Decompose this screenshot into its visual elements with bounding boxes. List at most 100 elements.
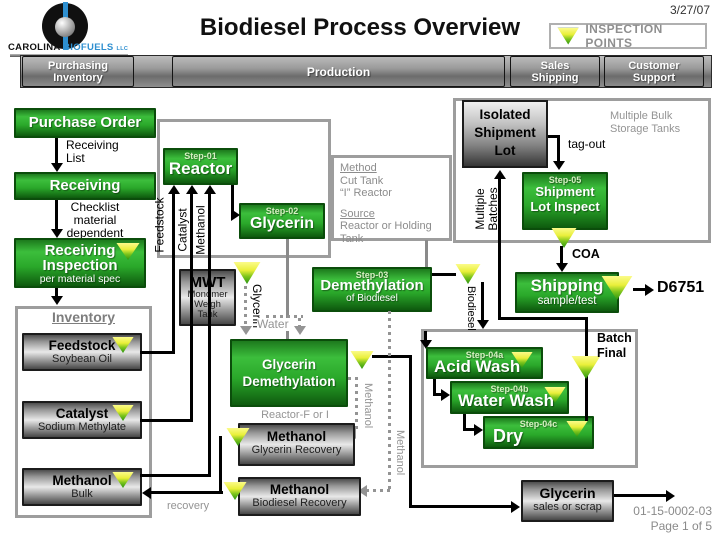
shipping-sub: sample/test [537, 295, 597, 307]
water-wash-label: Water Wash [458, 391, 555, 410]
shipping-box: Shipping sample/test [515, 272, 619, 313]
connector-coa [560, 246, 563, 264]
reactor-label: Reactor [168, 159, 233, 178]
methanol-dotted-label-1: Methanol [362, 383, 374, 429]
nav-tab-production: Production [172, 56, 505, 87]
connector-glycerin-product [372, 355, 412, 358]
inventory-title: Inventory [51, 309, 115, 325]
arrowhead [294, 326, 306, 335]
connector-line [433, 393, 443, 396]
connector-line [55, 200, 58, 231]
receiving-box: Receiving [14, 172, 156, 200]
arrowhead [553, 161, 565, 170]
arrowhead [51, 163, 63, 172]
dry-label: Dry [493, 426, 524, 446]
catalyst-sub: Sodium Methylate [37, 421, 127, 433]
connector-methanol-return [150, 491, 223, 494]
catalyst-line-label: Catalyst [175, 208, 190, 252]
glycerin-sales-sub: sales or scrap [533, 501, 602, 513]
glycerin-line-label: Glycerin [250, 284, 264, 329]
connector-methanol-return [219, 436, 222, 494]
connector-multiple-batches [498, 177, 501, 319]
inspection-points-legend: INSPECTION POINTS [549, 22, 707, 50]
isolated-shipment-lot-box: Isolated Shipment Lot [462, 100, 548, 168]
connector-feedstock [172, 190, 175, 354]
receiving-label: Receiving [49, 177, 121, 194]
glycerin-sales-box: Glycerin sales or scrap [521, 480, 614, 522]
logo-suffix: LLC [116, 46, 129, 52]
receiving-list-label: Receiving List [66, 138, 119, 165]
method-source-panel [331, 155, 452, 241]
step03-tag: Step-03 [355, 270, 389, 280]
nav-tab-sales-shipping: Sales Shipping [510, 56, 600, 87]
methanol-label: Methanol [52, 473, 112, 488]
connector-line [55, 288, 58, 298]
water-dotted-line [266, 315, 303, 318]
inspection-point-icon [455, 264, 481, 284]
logo-word2: BIOFUELS [63, 42, 114, 53]
glycerin-step2-label: Glycerin [249, 215, 315, 232]
connector-line [463, 414, 466, 431]
reactor-box: Step-01 Reactor [163, 148, 238, 185]
methanol-line-label: Methanol [193, 205, 208, 255]
arrowhead [358, 485, 367, 497]
biodiesel-line-label: Biodiesel [465, 286, 477, 331]
method-label: Method [340, 162, 377, 174]
arrowhead [645, 284, 654, 296]
arrowhead [666, 490, 675, 502]
arrowhead [204, 185, 216, 194]
methanol-glycerin-recovery-sub: Glycerin Recovery [251, 444, 342, 456]
tag-out-label: tag-out [568, 137, 606, 151]
shipment-lot-inspect-box: Step-05 Shipment Lot Inspect [522, 172, 608, 230]
production-panel [157, 119, 331, 258]
arrowhead [231, 209, 240, 221]
company-logo: CAROLINA BIOFUELS LLC [8, 2, 129, 57]
arrowhead [494, 170, 506, 179]
purchase-order-label: Purchase Order [28, 114, 142, 131]
method-source-text: Method Cut Tank “I” Reactor Source React… [340, 162, 448, 245]
shipping-label: Shipping [530, 276, 604, 295]
connector-biodiesel [481, 282, 484, 322]
step01-tag: Step-01 [184, 151, 217, 161]
feedstock-line-label: Feedstock [152, 197, 167, 253]
connector-methanol-supply [208, 190, 211, 477]
acid-wash-box: Step-04a Acid Wash [426, 347, 543, 379]
connector-line [433, 379, 436, 396]
purchase-order-box: Purchase Order [14, 108, 156, 138]
connector-glycerin-product [409, 505, 512, 508]
glycerin-demethylation-label: Glycerin Demethylation [242, 357, 336, 389]
glycerin-dotted-line [244, 286, 247, 328]
logo-sphere-icon [55, 17, 75, 37]
feedstock-sub: Soybean Oil [52, 353, 112, 365]
methanol-dotted-line-2 [388, 311, 391, 491]
methanol-dotted-line-2 [366, 489, 390, 492]
recovery-label: recovery [167, 500, 210, 512]
methanol-biodiesel-recovery-box: Methanol Biodiesel Recovery [238, 477, 361, 516]
arrowhead [420, 340, 432, 349]
arrowhead [51, 229, 63, 238]
arrowhead [441, 389, 450, 401]
inspection-points-label: INSPECTION POINTS [585, 22, 663, 50]
mwt-label: MWT [181, 275, 234, 290]
batch-final-label: Batch Final [597, 331, 632, 360]
methanol-glycerin-recovery-box: Methanol Glycerin Recovery [238, 423, 355, 466]
acid-wash-label: Acid Wash [434, 357, 521, 376]
step04b-tag: Step-04b [490, 384, 529, 394]
demethylation-sub: of Biodiesel [346, 293, 398, 304]
connector-glycerin-out [614, 494, 668, 497]
connector-biodiesel [424, 331, 427, 341]
connector-batch-final [498, 317, 588, 320]
connector-catalyst [190, 190, 193, 422]
connector-reactor-glycerin [231, 185, 234, 218]
step04c-tag: Step-04c [519, 419, 558, 429]
arrowhead [474, 424, 483, 436]
coa-label: COA [572, 247, 600, 261]
water-label: Water [257, 317, 289, 331]
methanol-biodiesel-recovery-sub: Biodiesel Recovery [252, 497, 347, 509]
methanol-glycerin-recovery-label: Methanol [266, 429, 327, 444]
connector-methanol-supply [140, 474, 211, 477]
arrowhead [240, 326, 252, 335]
doc-number: 01-15-0002-03 [633, 504, 712, 518]
slide-date: 3/27/07 [669, 3, 710, 17]
